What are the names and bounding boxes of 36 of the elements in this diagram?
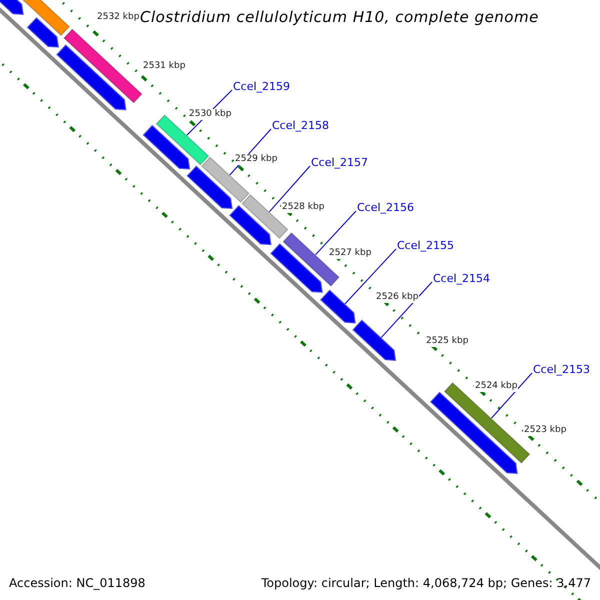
tick-label: 2529 kbp	[234, 154, 278, 165]
gene-label: Ccel_2155	[397, 239, 454, 252]
leader-line	[490, 372, 532, 419]
gene-label: Ccel_2153	[533, 363, 590, 376]
coding-gene-marker	[26, 17, 59, 48]
coding-gene-marker	[142, 124, 190, 170]
coding-gene-marker	[320, 290, 356, 324]
tick-label: 2527 kbp	[328, 248, 372, 259]
coding-gene-marker	[430, 392, 518, 474]
title: Clostridium cellulolyticum H10, complete genome	[140, 8, 539, 26]
leader-line	[344, 248, 396, 304]
accession-text: Accession: NC_011898	[9, 576, 146, 590]
coding-gene-marker	[352, 320, 396, 361]
tick-label: 2523 kbp	[523, 425, 568, 436]
tick-label: 2526 kbp	[375, 292, 420, 303]
tick-label: 2525 kbp	[425, 336, 470, 347]
gene-label: Ccel_2154	[433, 272, 490, 285]
coding-gene-marker	[56, 44, 126, 110]
gene-label: Ccel_2159	[233, 80, 290, 93]
tick-label: 2528 kbp	[281, 202, 326, 213]
tick-label: 2530 kbp	[188, 109, 232, 120]
tick-label: 2524 kbp	[474, 381, 518, 392]
gene-feature-bar	[63, 28, 142, 104]
gene-label: Ccel_2157	[311, 156, 368, 169]
gene-label: Ccel_2158	[272, 119, 330, 132]
tick-label: 2531 kbp	[142, 61, 186, 72]
leader-line	[315, 210, 356, 256]
coding-gene-marker	[186, 166, 233, 210]
leader-line	[268, 166, 310, 212]
coding-gene-marker	[0, 0, 24, 16]
tick-label: 2532 kbp	[96, 12, 140, 23]
leader-line	[380, 282, 432, 338]
gene-label: Ccel_2156	[357, 201, 414, 214]
coding-gene-marker	[229, 205, 272, 246]
genome-summary-text: Topology: circular; Length: 4,068,724 bp; Genes: 3,477	[261, 576, 591, 590]
coding-gene-marker	[270, 243, 323, 293]
